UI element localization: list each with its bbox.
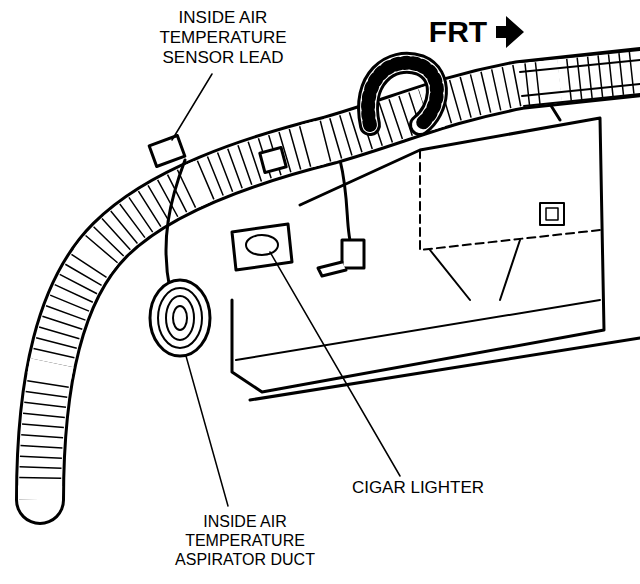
leader-line [172, 74, 212, 140]
cigar-lighter [246, 235, 278, 255]
wire-loop [368, 63, 437, 125]
panel-switch [540, 203, 564, 225]
wire-loop [368, 63, 437, 125]
sensor-lead [166, 160, 185, 290]
sensor-connector [149, 136, 185, 167]
wire-loop [368, 63, 437, 125]
harness-tape [40, 72, 640, 500]
panel-switch [546, 208, 558, 220]
aspirator-duct [150, 280, 210, 356]
leader-line [270, 252, 400, 476]
wire-harness [40, 72, 640, 500]
front-arrow [496, 16, 524, 48]
harness-wires [520, 50, 640, 106]
wire-harness [40, 72, 640, 500]
lighter-connector [342, 240, 364, 268]
panel-edge [236, 300, 600, 360]
harness-connector [260, 147, 286, 172]
panel-edge [420, 150, 600, 250]
lighter-terminal [318, 262, 346, 276]
harness-wrap [40, 72, 640, 500]
part-label: INSIDE AIR TEMPERATURE SENSOR LEAD [148, 8, 298, 68]
lighter-wire [340, 160, 352, 248]
part-label: INSIDE AIR TEMPERATURE ASPIRATOR DUCT [160, 512, 330, 569]
direction-label: FRT [418, 14, 498, 50]
leader-line [186, 356, 228, 506]
part-label: CIGAR LIGHTER [318, 478, 518, 498]
panel-edge [430, 240, 520, 300]
cigar-lighter [232, 224, 292, 270]
